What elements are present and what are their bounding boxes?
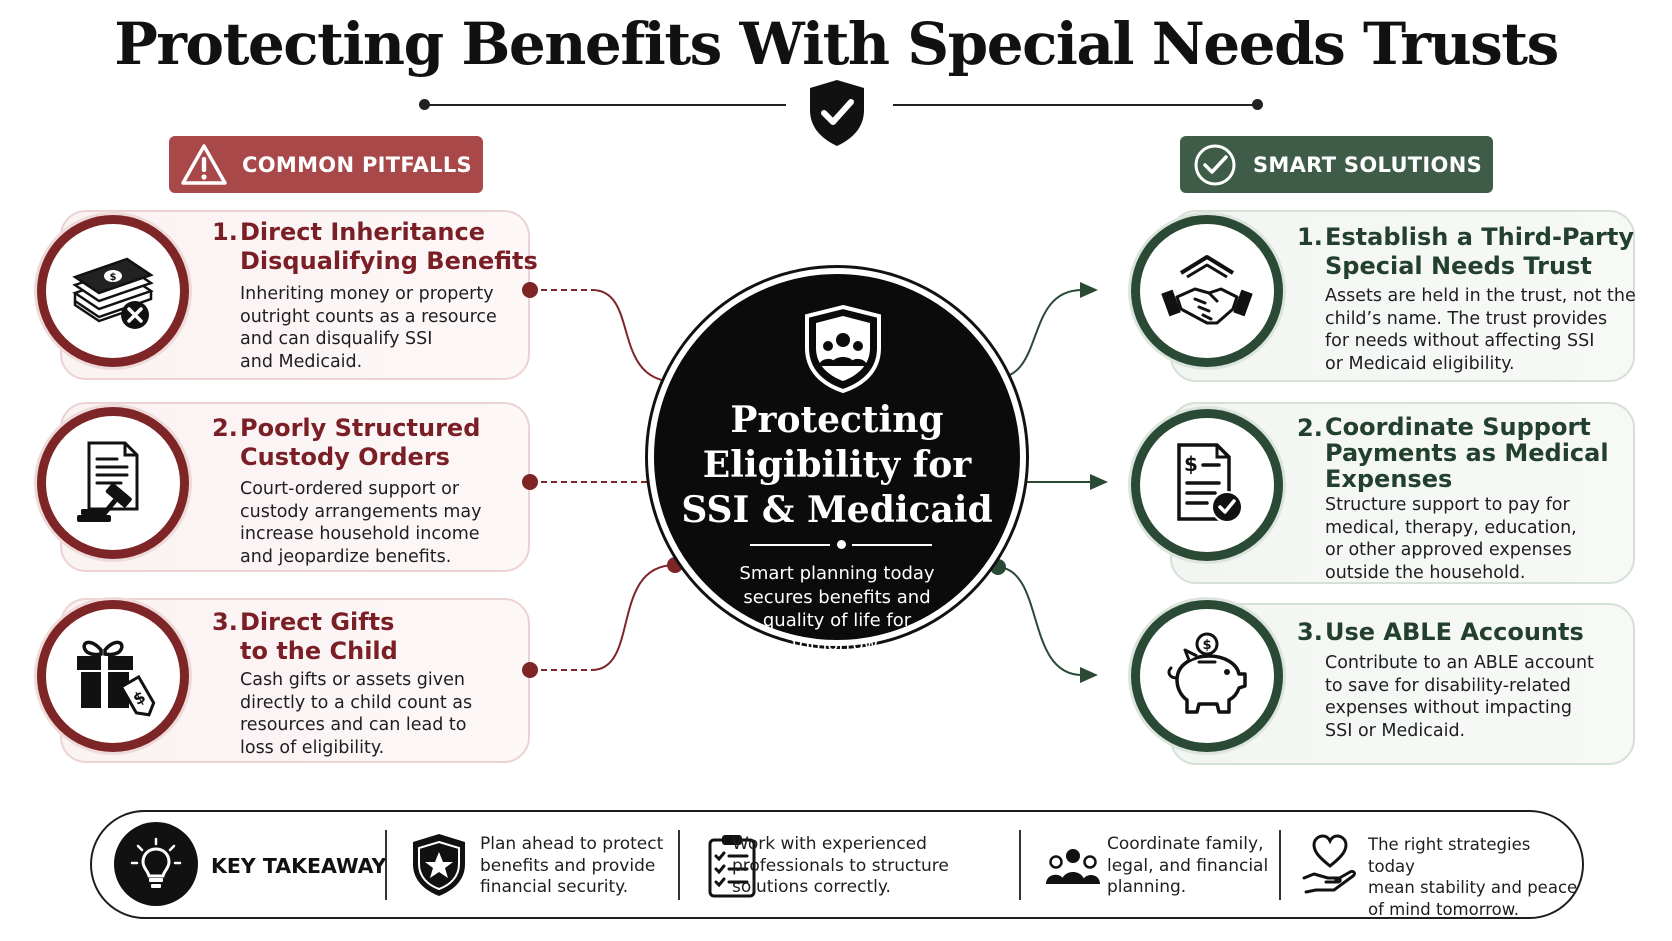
pitfall-2-number: 2.	[212, 414, 238, 442]
pitfall-1-number: 1.	[212, 218, 238, 246]
solution-2-title: 2.Coordinate Support Payments as Medical…	[1297, 414, 1609, 492]
lightbulb-icon	[114, 822, 198, 906]
smart-solutions-label: SMART SOLUTIONS	[1253, 152, 1482, 177]
pitfall-1-title-text: Direct Inheritance Disqualifying Benefit…	[240, 218, 538, 275]
gift-price-tag-icon: $	[77, 640, 156, 717]
svg-text:$: $	[110, 272, 117, 283]
pitfall-2-title-text: Poorly Structured Custody Orders	[240, 414, 481, 471]
pitfall-icon-circle-3: $	[37, 600, 189, 752]
center-title: Protecting Eligibility for SSI & Medicai…	[681, 399, 993, 531]
solution-2-number: 2.	[1297, 414, 1323, 442]
title-rule-left-dot	[419, 99, 430, 110]
takeaway-separator-2	[678, 830, 680, 900]
key-takeaway-bar: KEY TAKEAWAY Plan ahead to protect benef…	[90, 810, 1584, 919]
invoice-check-icon: $	[1177, 443, 1243, 523]
svg-text:$: $	[1184, 452, 1198, 476]
pitfall-1-description: Inheriting money or property outright co…	[240, 284, 497, 372]
page-title: Protecting Benefits With Special Needs T…	[114, 10, 1559, 78]
common-pitfalls-header: COMMON PITFALLS	[169, 136, 483, 193]
center-rule-right	[852, 544, 932, 546]
solution-icon-circle-2: $	[1131, 409, 1283, 561]
takeaway-point-3: Coordinate family, legal, and financial …	[1107, 834, 1269, 897]
shield-check-icon	[810, 80, 864, 146]
solution-3-title-text: Use ABLE Accounts	[1325, 618, 1584, 646]
check-circle-icon	[1194, 144, 1236, 185]
takeaway-separator-4	[1279, 830, 1281, 900]
key-takeaway-label: KEY TAKEAWAY	[211, 854, 387, 878]
pitfall-icon-circle-2	[37, 407, 189, 559]
clipboard-checklist-icon	[708, 835, 756, 898]
shield-family-icon	[805, 304, 881, 394]
takeaway-point-1: Plan ahead to protect benefits and provi…	[480, 834, 664, 897]
money-stack-x-icon: $	[72, 257, 154, 329]
piggy-bank-icon: $	[1167, 632, 1247, 714]
common-pitfalls-label: COMMON PITFALLS	[242, 152, 472, 177]
center-rule-dot	[837, 540, 846, 549]
pitfall-2-title: 2.Poorly Structured Custody Orders	[212, 414, 480, 472]
solution-1-title-text: Establish a Third-Party Special Needs Tr…	[1325, 223, 1635, 280]
heart-hand-icon	[1302, 834, 1356, 894]
title-rule-left	[424, 104, 786, 106]
center-circle: Protecting Eligibility for SSI & Medicai…	[648, 268, 1026, 655]
pitfall-2-description: Court-ordered support or custody arrange…	[240, 479, 482, 567]
solution-3-number: 3.	[1297, 618, 1323, 646]
solution-3-title: 3.Use ABLE Accounts	[1297, 618, 1584, 647]
center-rule-left	[750, 544, 830, 546]
document-gavel-icon	[77, 441, 139, 522]
pitfall-3-title-text: Direct Gifts to the Child	[240, 608, 398, 665]
solution-3-description: Contribute to an ABLE account to save fo…	[1325, 653, 1594, 741]
pitfall-3-description: Cash gifts or assets given directly to a…	[240, 670, 473, 758]
warning-icon	[181, 143, 227, 185]
solution-1-title: 1.Establish a Third-Party Special Needs …	[1297, 223, 1634, 281]
solution-icon-circle-1	[1131, 215, 1283, 367]
solution-2-description: Structure support to pay for medical, th…	[1325, 495, 1577, 583]
solution-2-title-text: Coordinate Support Payments as Medical E…	[1325, 413, 1609, 493]
title-rule-right-dot	[1252, 99, 1263, 110]
pitfall-icon-circle-1: $	[37, 215, 189, 367]
handshake-roof-icon	[1161, 255, 1253, 325]
pitfall-3-number: 3.	[212, 608, 238, 636]
shield-star-icon	[413, 834, 465, 896]
pitfall-3-title: 3.Direct Gifts to the Child	[212, 608, 398, 666]
people-group-icon	[1046, 849, 1100, 884]
takeaway-point-4: The right strategies today mean stabilit…	[1368, 835, 1578, 919]
takeaway-point-2: Work with experienced professionals to s…	[732, 834, 949, 897]
smart-solutions-header: SMART SOLUTIONS	[1180, 136, 1493, 193]
solution-1-number: 1.	[1297, 223, 1323, 251]
solution-1-description: Assets are held in the trust, not the ch…	[1325, 286, 1636, 374]
takeaway-separator-3	[1019, 830, 1021, 900]
pitfall-1-title: 1.Direct Inheritance Disqualifying Benef…	[212, 218, 538, 276]
takeaway-separator-1	[385, 830, 387, 900]
center-subtitle: Smart planning today secures benefits an…	[739, 563, 935, 655]
title-rule-right	[893, 104, 1257, 106]
solution-icon-circle-3: $	[1131, 600, 1283, 752]
svg-text:$: $	[1202, 638, 1211, 653]
